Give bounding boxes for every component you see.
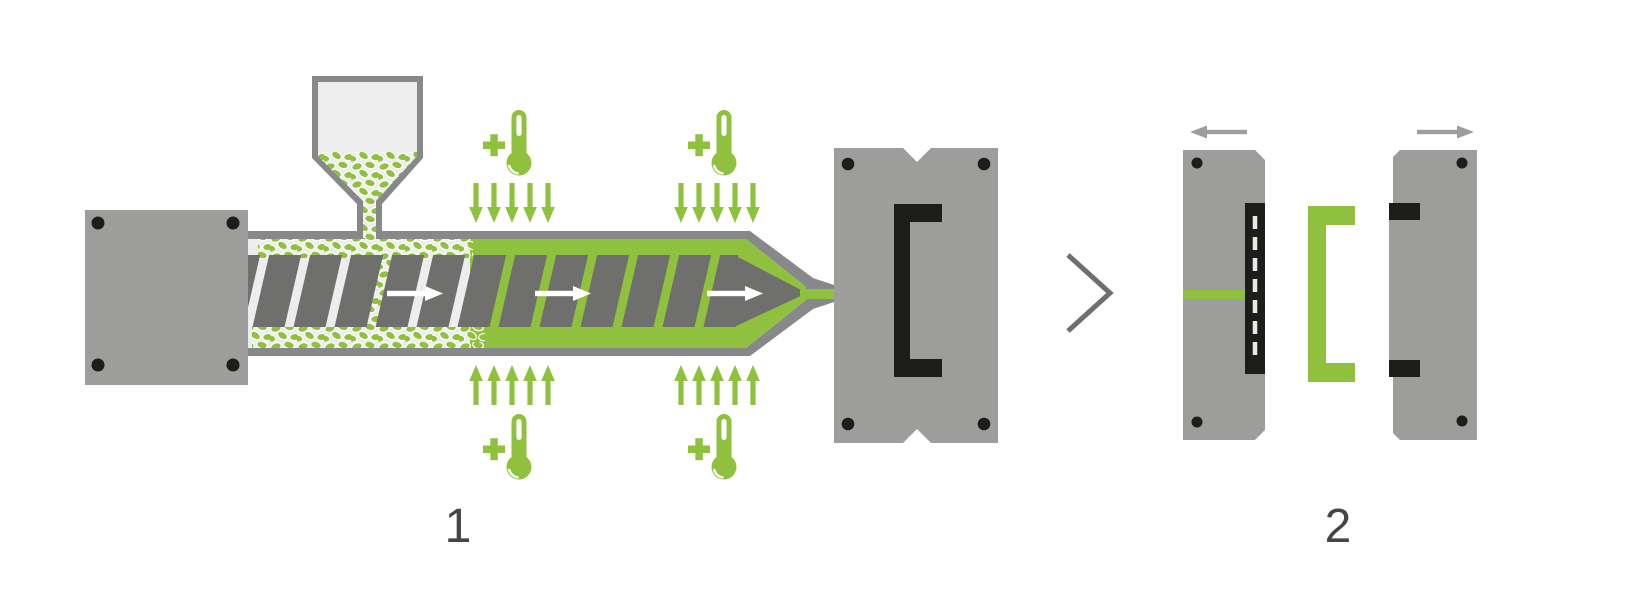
heat-arrows-top-right (674, 183, 760, 223)
bolt-hole (1456, 157, 1468, 169)
screw (248, 255, 807, 327)
heat-arrow-down-icon (541, 183, 555, 223)
heat-arrow-up-icon (746, 365, 760, 405)
heat-arrow-down-icon (728, 183, 742, 223)
mold-alignment-notch-top (903, 148, 931, 162)
mold-half-right-plate (1389, 150, 1477, 440)
mold-half-fixed (1389, 125, 1477, 440)
bolt-hole (1191, 416, 1203, 428)
mold-cavity (894, 204, 942, 377)
heat-arrow-down-icon (692, 183, 706, 223)
bolt-hole (841, 417, 855, 431)
heat-arrow-up-icon (674, 365, 688, 405)
cavity-notch-bottom (1389, 360, 1420, 377)
heat-arrows-bottom-right (674, 365, 760, 405)
heat-arrow-down-icon (469, 183, 483, 223)
heat-arrow-up-icon (728, 365, 742, 405)
stage-1-label: 1 (445, 500, 472, 553)
heat-arrow-up-icon (487, 365, 501, 405)
screw-tip (734, 255, 807, 327)
bolt-hole (91, 358, 105, 372)
heat-arrow-down-icon (710, 183, 724, 223)
heat-arrow-up-icon (505, 365, 519, 405)
heat-arrow-down-icon (505, 183, 519, 223)
bolt-hole (977, 157, 991, 171)
hopper (312, 76, 423, 238)
drive-unit-plate (85, 210, 248, 385)
heat-arrow-up-icon (523, 365, 537, 405)
heat-arrows-top-left (469, 183, 555, 223)
screw-flights (248, 255, 738, 327)
drive-unit-block (85, 210, 248, 385)
thermometer-plus-icon (686, 412, 738, 481)
heat-arrow-down-icon (523, 183, 537, 223)
stage-1-injection-unit: 1 (85, 76, 998, 553)
bolt-hole (226, 358, 240, 372)
mold-open-arrow-right-icon (1417, 125, 1474, 139)
mold-half-movable (1183, 125, 1265, 440)
mold-open-arrow-left-icon (1190, 125, 1247, 139)
heat-arrows-bottom-left (469, 365, 555, 405)
next-step-chevron-icon (1066, 253, 1114, 333)
stage-2-mold-open: 2 (1183, 125, 1477, 553)
heat-arrow-down-icon (746, 183, 760, 223)
heat-arrow-up-icon (469, 365, 483, 405)
bolt-hole (226, 216, 240, 230)
sprue-remnant (1183, 290, 1245, 299)
heat-arrow-down-icon (487, 183, 501, 223)
mold-closed (834, 148, 998, 443)
thermometer-plus-icon (481, 412, 533, 481)
hopper-pellets (318, 152, 417, 238)
bolt-hole (841, 157, 855, 171)
bolt-hole (1191, 157, 1203, 169)
mold-alignment-notch-bottom (903, 429, 931, 443)
heat-arrow-down-icon (674, 183, 688, 223)
heat-arrow-up-icon (692, 365, 706, 405)
heat-arrow-up-icon (541, 365, 555, 405)
thermometer-plus-icon (481, 108, 533, 177)
cavity-notch-top (1389, 203, 1420, 220)
bolt-hole (1456, 415, 1468, 427)
bolt-hole (977, 417, 991, 431)
thermometer-plus-icon (686, 108, 738, 177)
stage-2-label: 2 (1325, 500, 1352, 553)
bolt-hole (91, 216, 105, 230)
molded-part (1308, 206, 1355, 382)
heat-arrow-up-icon (710, 365, 724, 405)
mold-plate (834, 148, 998, 443)
